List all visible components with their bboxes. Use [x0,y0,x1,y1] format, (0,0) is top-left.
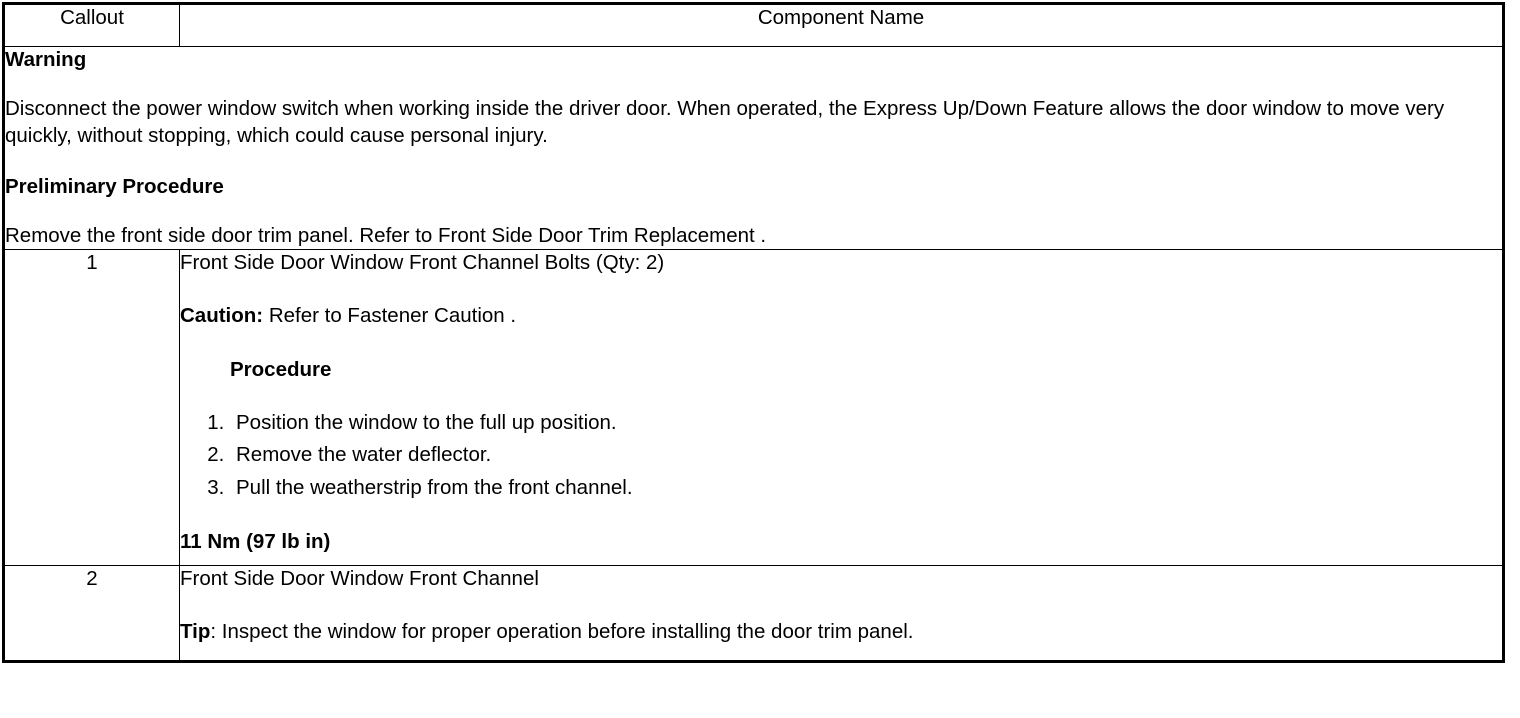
column-header-callout: Callout [3,3,180,47]
table-row: 2 Front Side Door Window Front Channel T… [3,565,1504,663]
table-header-row: Callout Component Name [3,3,1504,47]
callout-number-2: 2 [3,565,180,663]
notice-row: Warning Disconnect the power window swit… [3,45,1504,251]
tip-note-2: Tip: Inspect the window for proper opera… [180,619,1502,645]
component-cell-2: Front Side Door Window Front Channel Tip… [179,565,1504,663]
component-title-1: Front Side Door Window Front Channel Bol… [180,251,665,275]
component-cell-1: Front Side Door Window Front Channel Bol… [179,249,1504,567]
column-header-component-name: Component Name [179,3,1504,47]
table-row: 1 Front Side Door Window Front Channel B… [3,249,1504,567]
preliminary-procedure-heading: Preliminary Procedure [5,175,224,199]
warning-text: Disconnect the power window switch when … [5,97,1445,148]
service-procedure-table: Callout Component Name Warning Disconnec… [2,2,1505,664]
procedure-step-list-1: Position the window to the full up posit… [180,409,1502,502]
caution-note-1: Caution: Refer to Fastener Caution . [180,303,1502,329]
torque-specification-1: 11 Nm (97 lb in) [180,529,331,553]
procedure-heading-1: Procedure [230,357,332,381]
component-title-2: Front Side Door Window Front Channel [180,567,539,591]
callout-number-1: 1 [3,249,180,567]
list-item: Pull the weatherstrip from the front cha… [230,474,1502,502]
caution-text: Refer to Fastener Caution . [263,303,517,327]
tip-text: : Inspect the window for proper operatio… [210,619,914,643]
caution-label: Caution: [180,303,264,327]
list-item: Remove the water deflector. [230,441,1502,469]
list-item: Position the window to the full up posit… [230,409,1502,437]
notice-cell: Warning Disconnect the power window swit… [3,45,1504,251]
preliminary-procedure-text: Remove the front side door trim panel. R… [5,224,767,248]
warning-heading: Warning [5,48,87,71]
tip-label: Tip [180,619,211,643]
